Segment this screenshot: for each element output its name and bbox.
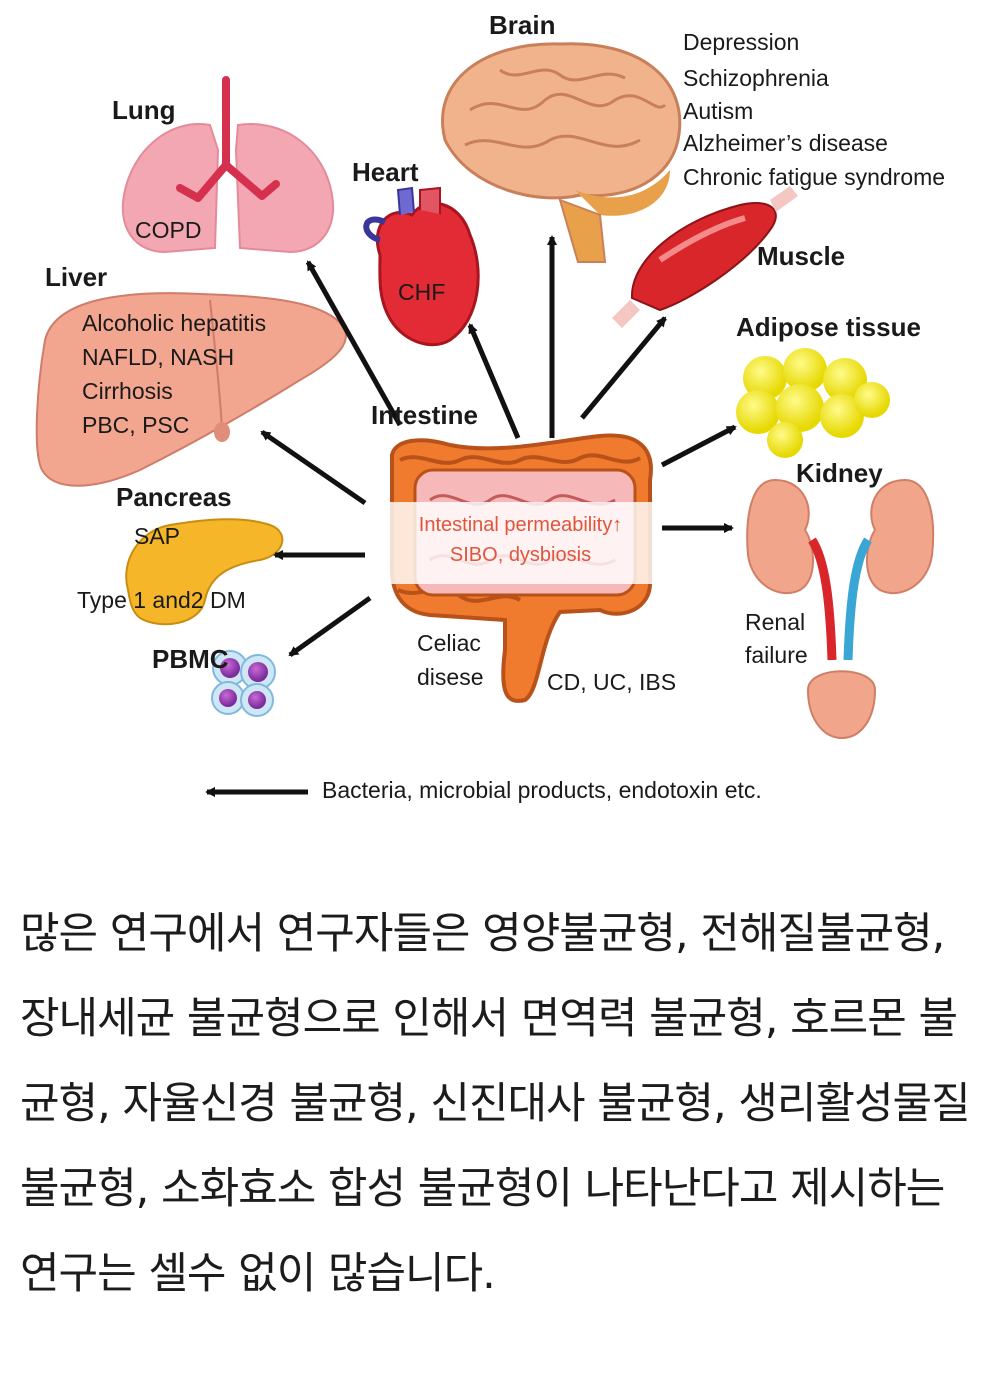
- heart-disease: CHF: [398, 279, 446, 305]
- muscle-icon: [612, 186, 798, 328]
- adipose-tissue-icon: [736, 348, 890, 458]
- heart-title: Heart: [352, 157, 419, 187]
- brain-title: Brain: [489, 10, 556, 40]
- intestine-icon: [378, 433, 663, 703]
- pbmc-title: PBMC: [152, 644, 229, 674]
- arrow-to-liver: [260, 429, 367, 506]
- kidney-disease-line-2: failure: [745, 642, 808, 668]
- diagram-illustration: [35, 42, 935, 797]
- ibd-label: CD, UC, IBS: [547, 669, 677, 695]
- intestine-permeability-label: Intestinal permeability↑: [418, 514, 623, 536]
- kidney-icon: [746, 478, 935, 740]
- pancreas-disease-sap: SAP: [134, 523, 181, 549]
- gut-organ-axis-diagram: Brain Lung Heart Muscle Liver Adipose ti…: [35, 10, 946, 803]
- brain-disease-5: Chronic fatigue syndrome: [683, 164, 946, 190]
- intestine-dysbiosis-label: SIBO, dysbiosis: [449, 544, 592, 566]
- pancreas-disease-dm: Type 1 and2 DM: [77, 587, 246, 613]
- pbmc-icon: [211, 650, 276, 717]
- adipose-title: Adipose tissue: [736, 312, 921, 342]
- brain-disease-2: Schizophrenia: [683, 65, 829, 91]
- arrow-to-lung: [305, 260, 403, 427]
- liver-disease-3: Cirrhosis: [82, 378, 173, 404]
- lung-disease: COPD: [135, 217, 202, 243]
- arrow-to-adipose: [660, 424, 737, 468]
- celiac-label-line-2: disese: [417, 664, 484, 690]
- heart-icon: [363, 186, 480, 347]
- legend-text: Bacteria, microbial products, endotoxin …: [322, 777, 762, 803]
- celiac-label-line-1: Celiac: [417, 630, 481, 656]
- brain-disease-1: Depression: [683, 29, 800, 55]
- kidney-disease-line-1: Renal: [745, 609, 806, 635]
- lung-icon: [121, 76, 335, 254]
- pancreas-title: Pancreas: [116, 482, 232, 512]
- liver-icon: [35, 292, 347, 487]
- muscle-title: Muscle: [757, 241, 846, 271]
- intestine-title: Intestine: [371, 400, 478, 430]
- brain-disease-3: Autism: [683, 98, 754, 124]
- body-paragraph: 많은 연구에서 연구자들은 영양불균형, 전해질불균형, 장내세균 불균형으로 …: [20, 909, 971, 1299]
- liver-title: Liver: [45, 262, 108, 292]
- arrow-to-heart: [467, 323, 521, 439]
- liver-disease-1: Alcoholic hepatitis: [82, 310, 267, 336]
- brain-icon: [441, 42, 682, 263]
- liver-disease-2: NAFLD, NASH: [82, 344, 235, 370]
- pancreas-icon: [125, 518, 284, 626]
- brain-disease-4: Alzheimer’s disease: [683, 130, 888, 156]
- arrow-to-muscle: [580, 316, 667, 420]
- kidney-title: Kidney: [796, 458, 883, 488]
- liver-disease-4: PBC, PSC: [82, 412, 190, 438]
- arrow-to-pbmc: [288, 595, 372, 658]
- lung-title: Lung: [112, 95, 176, 125]
